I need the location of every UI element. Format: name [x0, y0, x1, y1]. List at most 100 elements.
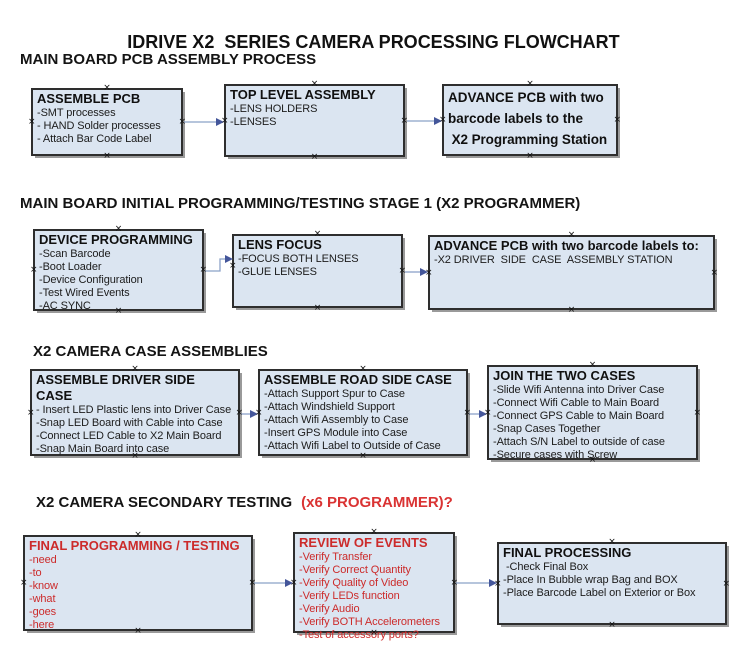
- flow-box-advance-pcb-driver-side[interactable]: ADVANCE PCB with two barcode labels to: …: [425, 231, 718, 315]
- flow-box-top-level-assembly[interactable]: TOP LEVEL ASSEMBLY -LENS HOLDERS -LENSES…: [221, 80, 408, 162]
- connection-handle-top-icon[interactable]: ×: [134, 530, 142, 540]
- flow-arrow[interactable]: [406, 115, 443, 127]
- connection-handle-bottom-icon[interactable]: ×: [114, 306, 123, 316]
- right-arrow-icon: [405, 268, 428, 276]
- connection-handle-bottom-icon[interactable]: ×: [103, 151, 111, 161]
- box-item: -LENSES: [230, 116, 277, 128]
- flow-box-assemble-pcb[interactable]: ASSEMBLE PCB -SMT processes - HAND Solde…: [28, 84, 186, 161]
- connection-handle-right-icon[interactable]: ×: [613, 115, 621, 125]
- flow-box-assemble-driver-side-case[interactable]: ASSEMBLE DRIVER SIDE CASE - Insert LED P…: [27, 365, 243, 461]
- connection-handle-top-icon[interactable]: ×: [370, 527, 378, 537]
- connection-handle-left-icon[interactable]: ×: [27, 407, 35, 418]
- connection-handle-bottom-icon[interactable]: ×: [608, 620, 616, 630]
- box-item: -Verify BOTH Accelerometers: [299, 616, 440, 628]
- section-heading-secondary-testing: X2 CAMERA SECONDARY TESTING(x6 PROGRAMME…: [36, 494, 453, 511]
- connection-handle-right-icon[interactable]: ×: [463, 407, 471, 418]
- connection-handle-left-icon[interactable]: ×: [484, 407, 492, 418]
- flow-box-assemble-road-side-case[interactable]: ASSEMBLE ROAD SIDE CASE -Attach Support …: [255, 365, 471, 461]
- flow-arrow[interactable]: [253, 577, 294, 589]
- connection-handle-top-icon[interactable]: ×: [313, 229, 322, 239]
- connection-handle-right-icon[interactable]: ×: [235, 407, 243, 418]
- connection-handle-left-icon[interactable]: ×: [425, 267, 433, 278]
- box-item: -AC SYNC: [39, 300, 91, 312]
- box-item: -Verify LEDs function: [299, 590, 400, 602]
- connection-handle-left-icon[interactable]: ×: [255, 407, 263, 418]
- connection-handle-bottom-icon[interactable]: ×: [588, 455, 597, 465]
- connection-handle-left-icon[interactable]: ×: [221, 115, 229, 126]
- box-item: -what: [29, 593, 56, 605]
- flow-arrow[interactable]: [455, 577, 498, 589]
- section-heading-initial-programming: MAIN BOARD INITIAL PROGRAMMING/TESTING S…: [20, 195, 581, 212]
- box-item: -X2 DRIVER SIDE CASE ASSEMBLY STATION: [434, 254, 673, 266]
- flow-box-device-programming[interactable]: DEVICE PROGRAMMING -Scan Barcode -Boot L…: [30, 225, 207, 316]
- flow-box-advance-pcb-programming-station[interactable]: ADVANCE PCB with two barcode labels to t…: [439, 80, 621, 161]
- connection-handle-top-icon[interactable]: ×: [567, 230, 576, 240]
- connection-handle-bottom-icon[interactable]: ×: [567, 305, 576, 315]
- page-title: IDRIVE X2 SERIES CAMERA PROCESSING FLOWC…: [127, 32, 620, 53]
- connection-handle-top-icon[interactable]: ×: [131, 364, 139, 374]
- connection-handle-bottom-icon[interactable]: ×: [310, 152, 319, 162]
- connection-handle-bottom-icon[interactable]: ×: [359, 451, 367, 461]
- flow-box-final-programming-testing[interactable]: FINAL PROGRAMMING / TESTING -need -to -k…: [20, 531, 256, 636]
- connection-handle-left-icon[interactable]: ×: [290, 577, 298, 588]
- connection-handle-top-icon[interactable]: ×: [114, 224, 123, 234]
- connection-handle-bottom-icon[interactable]: ×: [313, 303, 322, 313]
- box-item: -LENS HOLDERS: [230, 103, 318, 115]
- connection-handle-right-icon[interactable]: ×: [398, 266, 406, 276]
- connection-handle-right-icon[interactable]: ×: [199, 265, 207, 275]
- connection-handle-bottom-icon[interactable]: ×: [134, 626, 142, 636]
- box-title: ADVANCE PCB with two barcode labels to t…: [448, 90, 608, 126]
- connection-handle-top-icon[interactable]: ×: [526, 79, 534, 89]
- connection-handle-bottom-icon[interactable]: ×: [370, 628, 378, 638]
- connection-handle-top-icon[interactable]: ×: [588, 360, 597, 370]
- connection-handle-top-icon[interactable]: ×: [608, 537, 616, 547]
- connection-handle-left-icon[interactable]: ×: [28, 117, 36, 127]
- box-title: ADVANCE PCB with two barcode labels to:: [434, 238, 699, 253]
- flow-arrow[interactable]: [183, 116, 225, 128]
- box-title: TOP LEVEL ASSEMBLY: [230, 87, 376, 102]
- flow-arrow[interactable]: [468, 408, 488, 420]
- box-item: -SMT processes: [37, 107, 116, 119]
- box-item: -Boot Loader: [39, 261, 102, 273]
- connection-handle-bottom-icon[interactable]: ×: [526, 151, 534, 161]
- connection-handle-left-icon[interactable]: ×: [494, 578, 502, 589]
- connection-handle-right-icon[interactable]: ×: [722, 578, 730, 589]
- flow-arrow-elbow[interactable]: [204, 251, 234, 275]
- box-item: -goes: [29, 606, 57, 618]
- box-item: -Secure cases with Screw: [493, 449, 618, 461]
- connection-handle-top-icon[interactable]: ×: [359, 364, 367, 374]
- box-title: FINAL PROCESSING: [503, 545, 632, 560]
- box-item: -Snap LED Board with Cable into Case: [36, 417, 223, 429]
- flow-box-join-the-two-cases[interactable]: JOIN THE TWO CASES -Slide Wifi Antenna i…: [484, 361, 701, 465]
- box-item: - Insert LED Plastic lens into Driver Ca…: [36, 404, 232, 416]
- connection-handle-right-icon[interactable]: ×: [710, 267, 718, 278]
- connection-handle-top-icon[interactable]: ×: [310, 79, 319, 89]
- flow-arrow[interactable]: [404, 266, 429, 278]
- flow-box-final-processing[interactable]: FINAL PROCESSING -Check Final Box -Place…: [494, 538, 730, 630]
- box-title: JOIN THE TWO CASES: [493, 368, 636, 383]
- flow-box-review-of-events[interactable]: REVIEW OF EVENTS -Verify Transfer -Verif…: [290, 528, 458, 642]
- right-arrow-icon: [241, 410, 258, 418]
- box-item: -Scan Barcode: [39, 248, 111, 260]
- connection-handle-right-icon[interactable]: ×: [693, 407, 701, 418]
- box-item: -Connect LED Cable to X2 Main Board: [36, 430, 222, 442]
- right-arrow-icon: [407, 117, 442, 125]
- connection-handle-top-icon[interactable]: ×: [103, 83, 111, 93]
- connection-handle-right-icon[interactable]: ×: [248, 578, 256, 588]
- box-item: - HAND Solder processes: [37, 120, 161, 132]
- box-item: - Attach Bar Code Label: [37, 133, 152, 145]
- box-title: ASSEMBLE DRIVER SIDE CASE: [36, 372, 199, 403]
- connection-handle-right-icon[interactable]: ×: [178, 117, 186, 127]
- connection-handle-left-icon[interactable]: ×: [30, 265, 38, 275]
- connection-handle-left-icon[interactable]: ×: [229, 261, 237, 271]
- box-item: -Insert GPS Module into Case: [264, 427, 408, 439]
- flow-arrow[interactable]: [240, 408, 259, 420]
- connection-handle-right-icon[interactable]: ×: [450, 577, 458, 588]
- connection-handle-bottom-icon[interactable]: ×: [131, 451, 139, 461]
- connection-handle-right-icon[interactable]: ×: [400, 115, 408, 126]
- connection-handle-left-icon[interactable]: ×: [20, 578, 28, 588]
- connection-handle-left-icon[interactable]: ×: [439, 115, 447, 125]
- box-item: -need: [29, 554, 57, 566]
- flow-box-lens-focus[interactable]: LENS FOCUS -FOCUS BOTH LENSES -GLUE LENS…: [229, 230, 406, 313]
